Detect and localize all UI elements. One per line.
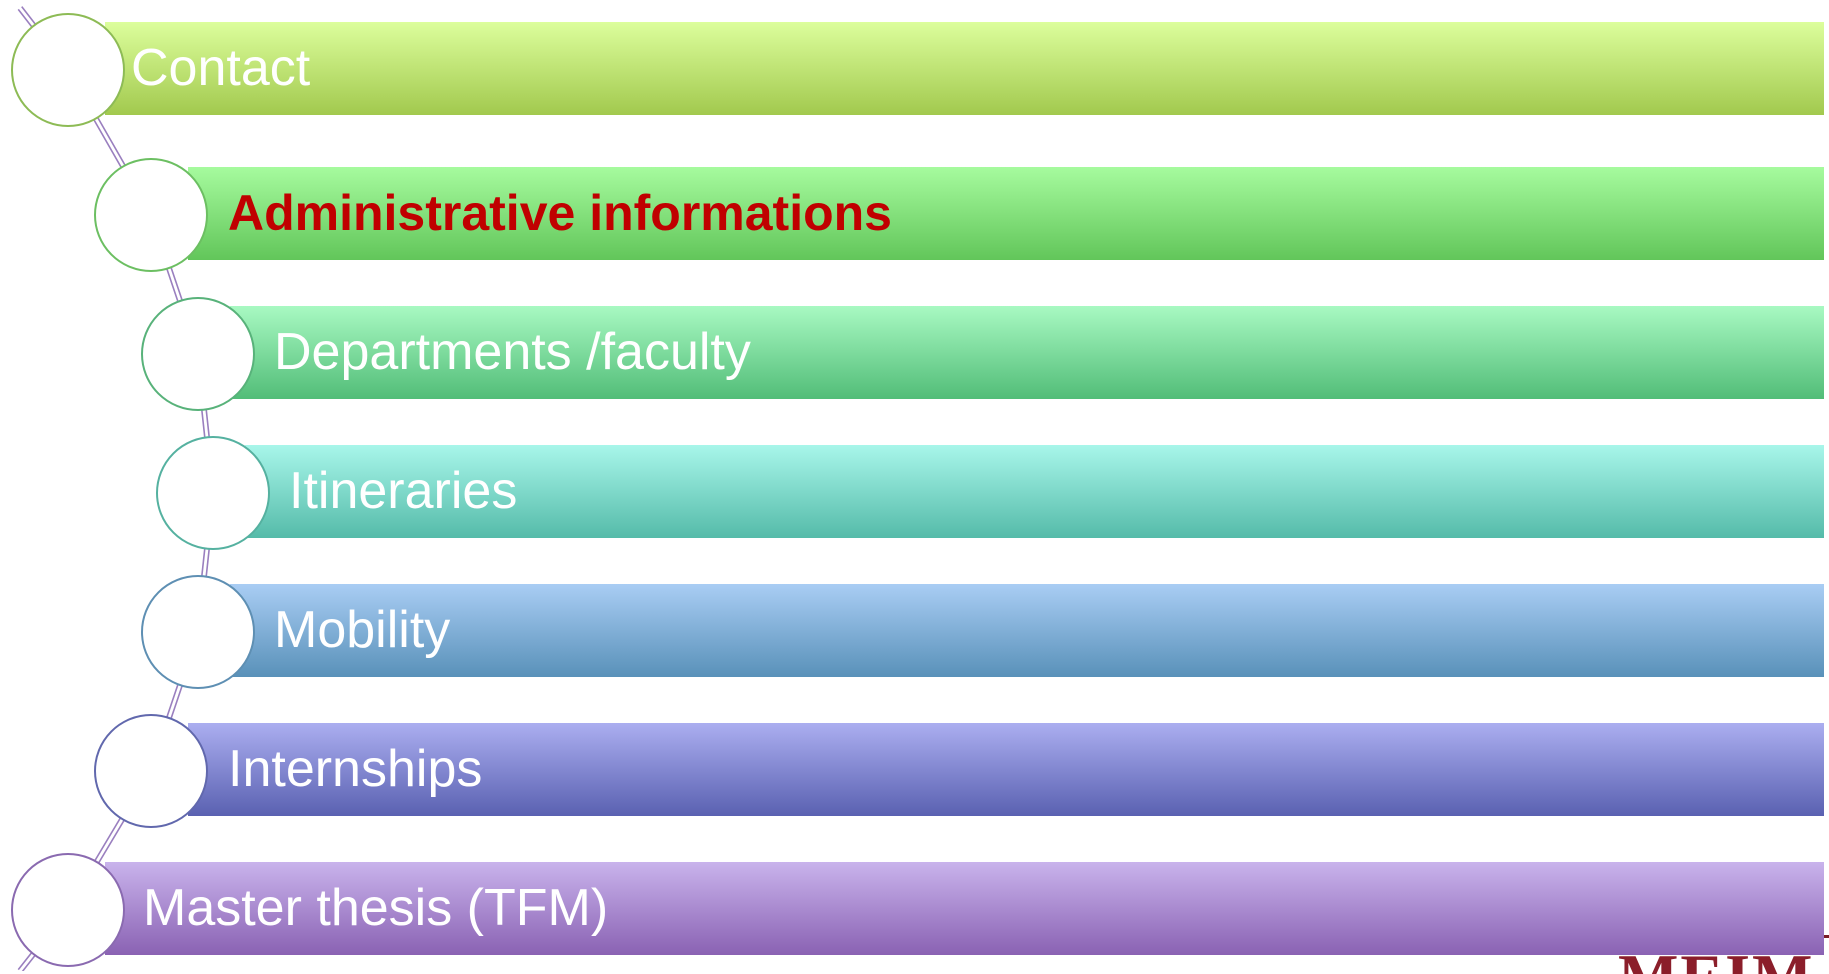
agenda-bar-label: Departments /faculty [274, 323, 751, 381]
agenda-bar-label: Internships [228, 740, 483, 798]
timeline-node-circle [11, 13, 125, 127]
agenda-bar-departments-faculty[interactable]: Departments /faculty [230, 306, 1824, 399]
agenda-bar-mobility[interactable]: Mobility [230, 584, 1824, 677]
agenda-bar-master-thesis-tfm[interactable]: Master thesis (TFM) [105, 862, 1824, 955]
agenda-bar-contact[interactable]: Contact [105, 22, 1824, 115]
timeline-node-circle [141, 575, 255, 689]
timeline-node-circle [94, 158, 208, 272]
agenda-bar-internships[interactable]: Internships [188, 723, 1824, 816]
agenda-bar-label: Master thesis (TFM) [143, 879, 609, 937]
agenda-bar-label: Itineraries [289, 462, 518, 520]
agenda-bar-label: Contact [131, 39, 311, 97]
agenda-bar-itineraries[interactable]: Itineraries [245, 445, 1824, 538]
timeline-node-circle [141, 297, 255, 411]
timeline-node-circle [94, 714, 208, 828]
agenda-bar-label: Mobility [274, 601, 451, 659]
agenda-bar-administrative-informations[interactable]: Administrative informations [188, 167, 1824, 260]
timeline-node-circle [11, 853, 125, 967]
agenda-bar-label: Administrative informations [228, 185, 892, 241]
timeline-node-circle [156, 436, 270, 550]
